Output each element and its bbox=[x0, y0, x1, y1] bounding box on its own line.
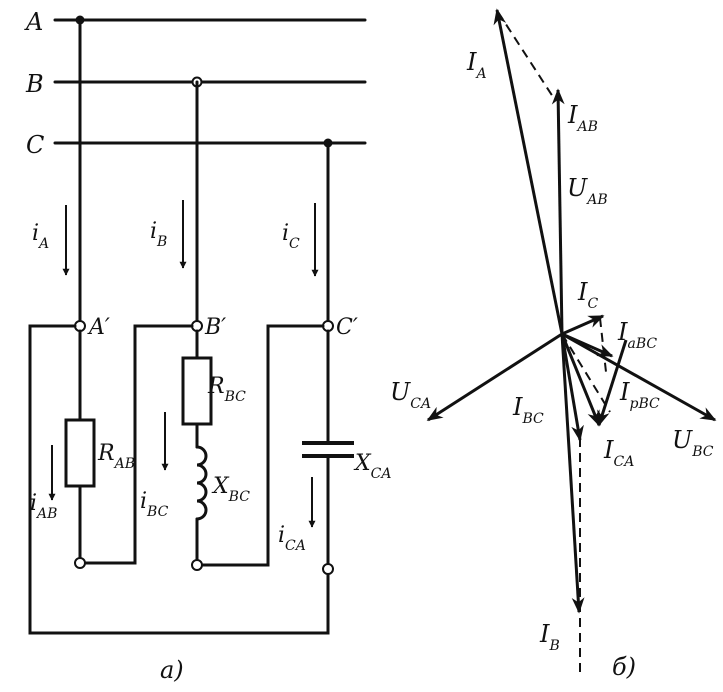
label-ubc: UBC bbox=[672, 426, 714, 460]
node-c-label: C′ bbox=[336, 315, 358, 340]
current-label-ibc: iBC bbox=[140, 489, 169, 520]
phasor-ia bbox=[493, 8, 564, 335]
label-iab: IAB bbox=[567, 101, 598, 135]
terminal-ca-bottom bbox=[322, 563, 334, 575]
label-uca: UCA bbox=[390, 378, 431, 412]
phasor-ubc bbox=[561, 332, 717, 422]
construction-ica-dashed bbox=[561, 333, 611, 413]
label-iabc: IaBC bbox=[617, 318, 657, 352]
phasor-ib bbox=[560, 333, 585, 614]
current-label-iab: iAB bbox=[30, 491, 57, 522]
phasor-ica bbox=[560, 333, 601, 427]
phasor-diagram: IA IAB UAB IC IaBC UCA IBC IpBC UBC ICA … bbox=[390, 8, 717, 681]
current-label-ica: iCA bbox=[278, 523, 306, 554]
resistor-rab-label: RAB bbox=[97, 441, 135, 472]
label-ibc: IBC bbox=[512, 393, 544, 427]
capacitor-xca-label: XCA bbox=[353, 451, 392, 482]
current-label-ib: iB bbox=[150, 219, 167, 250]
phasor-iabc bbox=[561, 332, 614, 358]
label-ic: IC bbox=[577, 278, 598, 312]
phasor-caption: б) bbox=[612, 653, 636, 681]
terminal-ab-bottom bbox=[74, 557, 86, 569]
construction-ibc-dashed bbox=[599, 317, 607, 373]
inductor-xbc bbox=[195, 445, 208, 521]
delta-wire-a bbox=[28, 324, 330, 635]
line-b-label: B bbox=[25, 70, 44, 98]
node-b-label: B′ bbox=[204, 315, 226, 340]
phasor-uca bbox=[426, 332, 563, 422]
circuit-schematic: A B C iA iB iC A′ B′ C′ RAB bbox=[24, 8, 392, 684]
inductor-xbc-label: XBC bbox=[211, 474, 250, 505]
phasor-ipbc bbox=[597, 339, 628, 427]
resistor-rbc bbox=[181, 356, 213, 426]
phasor-ic bbox=[561, 314, 605, 336]
resistor-rbc-label: RBC bbox=[207, 374, 246, 405]
label-ipbc: IpBC bbox=[619, 378, 660, 412]
line-c-label: C bbox=[26, 131, 44, 159]
circuit-caption: а) bbox=[160, 656, 184, 684]
construction-ia-top bbox=[497, 11, 556, 101]
phasor-ibc bbox=[560, 333, 584, 442]
node-a-label: A′ bbox=[87, 315, 110, 340]
resistor-rab bbox=[64, 418, 96, 488]
line-a-label: A bbox=[24, 8, 43, 36]
label-ia: IA bbox=[466, 48, 487, 82]
phasor-uab bbox=[551, 88, 565, 335]
label-uab: UAB bbox=[567, 174, 608, 208]
label-ib: IB bbox=[539, 620, 560, 654]
delta-wire-b bbox=[83, 324, 194, 565]
label-ica: ICA bbox=[603, 436, 634, 470]
terminal-bc-bottom bbox=[191, 559, 203, 571]
current-label-ic: iC bbox=[282, 221, 300, 252]
delta-wire-c bbox=[200, 324, 325, 567]
current-label-ia: iA bbox=[32, 221, 49, 252]
